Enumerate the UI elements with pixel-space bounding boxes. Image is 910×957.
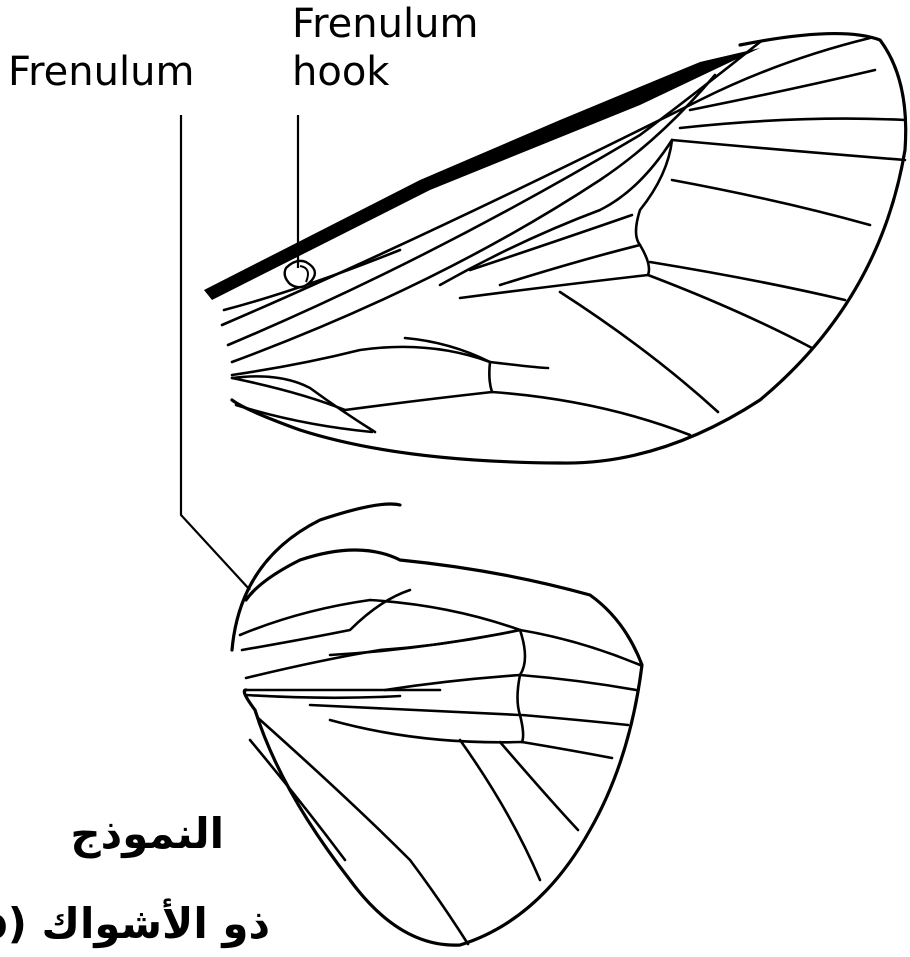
hindwing-base2 [246, 695, 400, 698]
frenulum-hook-label-line1: Frenulum [292, 2, 478, 46]
forewing-cell-lower [460, 275, 648, 298]
caption-line2: ذو الأشواك (b) [0, 900, 270, 948]
forewing-vein-cu-cross [489, 362, 492, 392]
forewing-vein-upper-1 [680, 119, 905, 128]
caption-line1: النموذج [70, 810, 224, 858]
hindwing [232, 504, 642, 945]
hindwing-vein-m1 [520, 675, 636, 690]
hindwing-cell-lower [310, 705, 520, 715]
forewing-vein-r5 [650, 262, 845, 300]
hindwing-vein-a2 [250, 740, 345, 860]
forewing-vein-cu2 [232, 378, 690, 435]
forewing-vein-r4 [672, 180, 870, 225]
frenulum-label: Frenulum [8, 50, 194, 94]
forewing-vein-r2 [232, 75, 715, 362]
hindwing-cell-upper [330, 630, 525, 675]
hindwing-vein-a1 [258, 718, 468, 944]
hindwing-cell-cross [518, 675, 524, 742]
frenulum-hook-shape [285, 261, 315, 287]
hindwing-vein-m3 [522, 742, 612, 758]
hindwing-outline [232, 504, 642, 945]
hindwing-vein-sc [242, 590, 410, 650]
hindwing-cell-bottom [330, 720, 522, 742]
hindwing-vein-cu1 [500, 742, 578, 830]
forewing-cell-cross [636, 140, 672, 275]
forewing-vein-cu [232, 347, 548, 375]
forewing-vein-anal [232, 376, 375, 432]
forewing-vein-m2 [560, 292, 718, 412]
forewing [204, 34, 906, 463]
forewing-vein-r3 [672, 140, 905, 160]
hindwing-vein-m2 [522, 715, 628, 725]
hindwing-cell-mid [385, 675, 520, 690]
hindwing-costa [240, 600, 640, 665]
frenulum-hook-label-line2: hook [292, 50, 389, 94]
frenulum-leader-line [181, 115, 250, 590]
forewing-outer-margin [232, 34, 906, 463]
hindwing-vein-cu2 [460, 740, 540, 880]
